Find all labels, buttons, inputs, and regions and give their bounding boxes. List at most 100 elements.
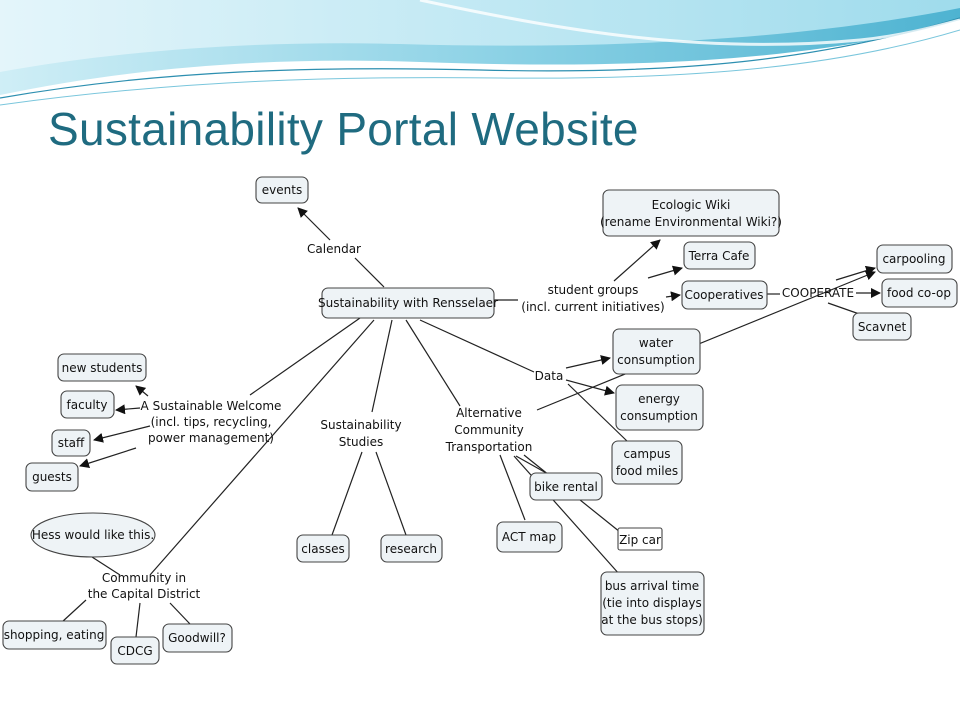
- svg-text:consumption: consumption: [620, 409, 698, 423]
- label-transport-1: Alternative: [456, 406, 522, 420]
- svg-text:carpooling: carpooling: [882, 252, 945, 266]
- svg-text:Scavnet: Scavnet: [858, 320, 907, 334]
- node-scavnet: Scavnet: [852, 312, 912, 341]
- svg-text:faculty: faculty: [67, 398, 108, 412]
- node-staff: staff: [51, 429, 91, 457]
- edge-studies-research: [375, 451, 407, 536]
- node-ecologic: Ecologic Wiki (rename Environmental Wiki…: [600, 189, 782, 237]
- concept-map: events Calendar Sustainability with Rens…: [2, 176, 958, 665]
- edge-data-energy: [565, 379, 615, 396]
- label-community-1: Community in: [102, 571, 186, 585]
- node-water: water consumption: [612, 328, 701, 375]
- label-calendar: Calendar: [307, 242, 361, 256]
- edge-calendar-events: [297, 207, 331, 241]
- node-act-map: ACT map: [496, 521, 563, 553]
- node-faculty: faculty: [60, 390, 115, 419]
- svg-text:events: events: [262, 183, 302, 197]
- edge-community-goodwill: [169, 602, 191, 625]
- node-center: Sustainability with Rensselaer: [318, 287, 498, 319]
- svg-text:food co-op: food co-op: [887, 286, 951, 300]
- node-cooperatives: Cooperatives: [681, 280, 768, 310]
- edge-community-shopping: [61, 599, 87, 623]
- ecologic-line1: Ecologic Wiki: [652, 198, 731, 212]
- node-hess-comment: Hess would like this.: [30, 512, 156, 558]
- node-zip-car: Zip car: [617, 527, 663, 551]
- node-terra: Terra Cafe: [683, 241, 756, 270]
- svg-text:consumption: consumption: [617, 353, 695, 367]
- header-banner-wave: [0, 0, 960, 106]
- ecologic-line2: (rename Environmental Wiki?): [600, 215, 782, 229]
- svg-text:Cooperatives: Cooperatives: [684, 288, 763, 302]
- label-studies-1: Sustainability: [320, 418, 401, 432]
- edge-studies-classes: [331, 451, 363, 536]
- label-welcome-2: (incl. tips, recycling,: [151, 415, 272, 429]
- svg-text:new students: new students: [62, 361, 143, 375]
- label-welcome-3: power management): [148, 431, 274, 445]
- node-research: research: [380, 534, 443, 563]
- node-shopping: shopping, eating: [2, 620, 107, 650]
- edge-center-data: [419, 319, 535, 373]
- node-new-students: new students: [57, 353, 147, 382]
- svg-text:staff: staff: [58, 436, 85, 450]
- edge-community-hess: [91, 556, 121, 576]
- edge-center-transport: [405, 319, 461, 407]
- svg-text:research: research: [385, 542, 437, 556]
- edge-studentgroups-ecologic: [613, 239, 661, 282]
- label-community-2: the Capital District: [88, 587, 201, 601]
- svg-text:Zip car: Zip car: [619, 533, 661, 547]
- edge-center-calendar: [354, 257, 385, 288]
- svg-text:ACT map: ACT map: [502, 530, 556, 544]
- svg-text:CDCG: CDCG: [117, 644, 152, 658]
- svg-text:energy: energy: [638, 392, 680, 406]
- node-bus-arrival: bus arrival time (tie into displays at t…: [600, 571, 705, 636]
- svg-text:at the bus stops): at the bus stops): [601, 613, 703, 627]
- label-welcome-1: A Sustainable Welcome: [141, 399, 282, 413]
- edge-cooperate-carpool: [835, 265, 876, 281]
- node-guests: guests: [25, 462, 79, 492]
- svg-text:bike rental: bike rental: [534, 480, 598, 494]
- label-transport-3: Transportation: [445, 440, 533, 454]
- node-cdcg: CDCG: [110, 636, 160, 665]
- node-goodwill: Goodwill?: [162, 623, 233, 653]
- edge-transport-act: [499, 454, 526, 521]
- node-classes: classes: [296, 534, 350, 563]
- edge-transport-bike: [515, 455, 549, 475]
- edge-center-community: [149, 319, 375, 576]
- svg-text:Sustainability with Rensselaer: Sustainability with Rensselaer: [318, 296, 498, 310]
- node-campus-food-miles: campus food miles: [611, 440, 683, 485]
- svg-text:classes: classes: [301, 542, 344, 556]
- label-studies-2: Studies: [339, 435, 384, 449]
- label-student-groups-1: student groups: [548, 283, 639, 297]
- svg-text:Terra Cafe: Terra Cafe: [688, 249, 750, 263]
- edge-welcome-newstudents: [135, 385, 149, 397]
- edge-welcome-faculty: [115, 404, 141, 415]
- edge-studentgroups-terra: [647, 265, 683, 279]
- edge-transport-carpool: [536, 270, 876, 411]
- label-cooperate: COOPERATE: [782, 286, 854, 300]
- connector-lines: [61, 207, 881, 638]
- svg-text:Hess would like this.: Hess would like this.: [32, 528, 154, 542]
- edge-studentgroups-coops: [665, 291, 681, 302]
- label-student-groups-2: (incl. current initiatives): [521, 300, 664, 314]
- edge-welcome-staff: [93, 425, 151, 443]
- edge-data-water: [565, 355, 611, 369]
- slide-title: Sustainability Portal Website: [48, 103, 639, 155]
- edge-center-studies: [371, 319, 393, 413]
- svg-text:campus: campus: [623, 447, 670, 461]
- svg-text:bus arrival time: bus arrival time: [605, 579, 699, 593]
- svg-text:shopping, eating: shopping, eating: [4, 628, 105, 642]
- svg-text:Goodwill?: Goodwill?: [168, 631, 226, 645]
- edge-community-cdcg: [135, 602, 141, 638]
- label-transport-2: Community: [454, 423, 523, 437]
- svg-text:food miles: food miles: [616, 464, 678, 478]
- label-data: Data: [535, 369, 564, 383]
- edge-welcome-guests: [79, 447, 137, 469]
- node-food-coop: food co-op: [881, 278, 958, 308]
- svg-text:guests: guests: [32, 470, 72, 484]
- svg-text:(tie into displays: (tie into displays: [602, 596, 702, 610]
- svg-text:water: water: [639, 336, 673, 350]
- node-carpooling: carpooling: [876, 244, 953, 274]
- node-events: events: [255, 176, 309, 204]
- node-energy: energy consumption: [615, 384, 704, 431]
- node-bike-rental: bike rental: [529, 472, 603, 501]
